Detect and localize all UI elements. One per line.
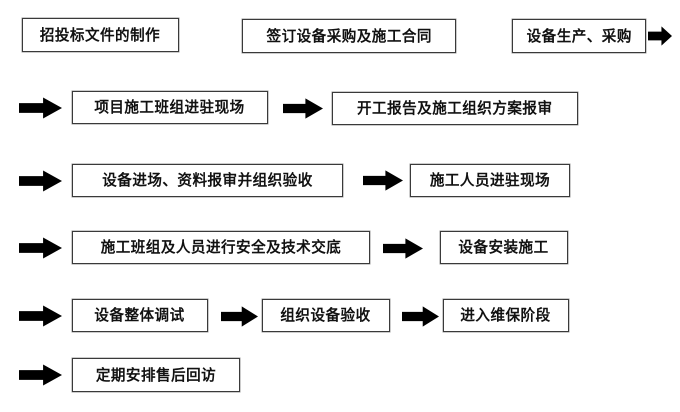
process-node-label: 组织设备验收 <box>280 306 372 324</box>
process-node-开工报告及施工组织方案报[interactable]: 开工报告及施工组织方案报审 <box>332 92 578 125</box>
process-node-设备整体调试[interactable]: 设备整体调试 <box>72 299 208 332</box>
process-node-label: 施工人员进驻现场 <box>429 171 551 189</box>
process-node-label: 签订设备采购及施工合同 <box>266 26 432 45</box>
process-node-label: 设备安装施工 <box>458 238 550 256</box>
process-node-定期安排售后回访[interactable]: 定期安排售后回访 <box>72 358 240 392</box>
process-node-进入维保阶段[interactable]: 进入维保阶段 <box>443 299 569 332</box>
process-node-施工人员进驻现场[interactable]: 施工人员进驻现场 <box>410 164 570 197</box>
arrow-right-icon <box>19 364 62 386</box>
process-node-label: 设备进场、资料报审并组织验收 <box>102 171 313 189</box>
arrow-right-icon <box>19 305 62 327</box>
arrow-right-icon <box>19 97 62 119</box>
arrow-right-icon <box>19 170 62 192</box>
process-node-label: 定期安排售后回访 <box>95 365 217 384</box>
arrow-right-icon <box>402 306 439 327</box>
arrow-right-icon <box>648 26 672 46</box>
arrow-right-icon <box>363 170 403 191</box>
process-node-label: 开工报告及施工组织方案报审 <box>357 99 553 117</box>
arrow-right-icon <box>383 238 423 259</box>
process-node-施工班组及人员进行安全及[interactable]: 施工班组及人员进行安全及技术交底 <box>72 231 370 264</box>
process-node-设备进场资料报审并组织验[interactable]: 设备进场、资料报审并组织验收 <box>72 164 343 197</box>
process-node-组织设备验收[interactable]: 组织设备验收 <box>262 299 390 332</box>
arrow-right-icon <box>19 237 62 259</box>
arrow-right-icon <box>221 306 258 327</box>
process-node-项目施工班组进驻现场[interactable]: 项目施工班组进驻现场 <box>72 91 268 124</box>
process-node-设备安装施工[interactable]: 设备安装施工 <box>440 231 568 264</box>
process-node-label: 设备整体调试 <box>94 306 186 324</box>
process-node-label: 施工班组及人员进行安全及技术交底 <box>100 238 342 256</box>
arrow-right-icon <box>283 98 323 119</box>
process-node-招投标文件的制作[interactable]: 招投标文件的制作 <box>22 18 179 52</box>
process-node-label: 进入维保阶段 <box>460 306 552 324</box>
process-node-label: 招投标文件的制作 <box>40 25 161 44</box>
process-node-设备生产采购[interactable]: 设备生产、采购 <box>512 19 646 53</box>
process-node-label: 设备生产、采购 <box>526 26 632 45</box>
process-node-label: 项目施工班组进驻现场 <box>94 98 246 116</box>
process-node-签订设备采购及施工合同[interactable]: 签订设备采购及施工合同 <box>242 19 456 53</box>
